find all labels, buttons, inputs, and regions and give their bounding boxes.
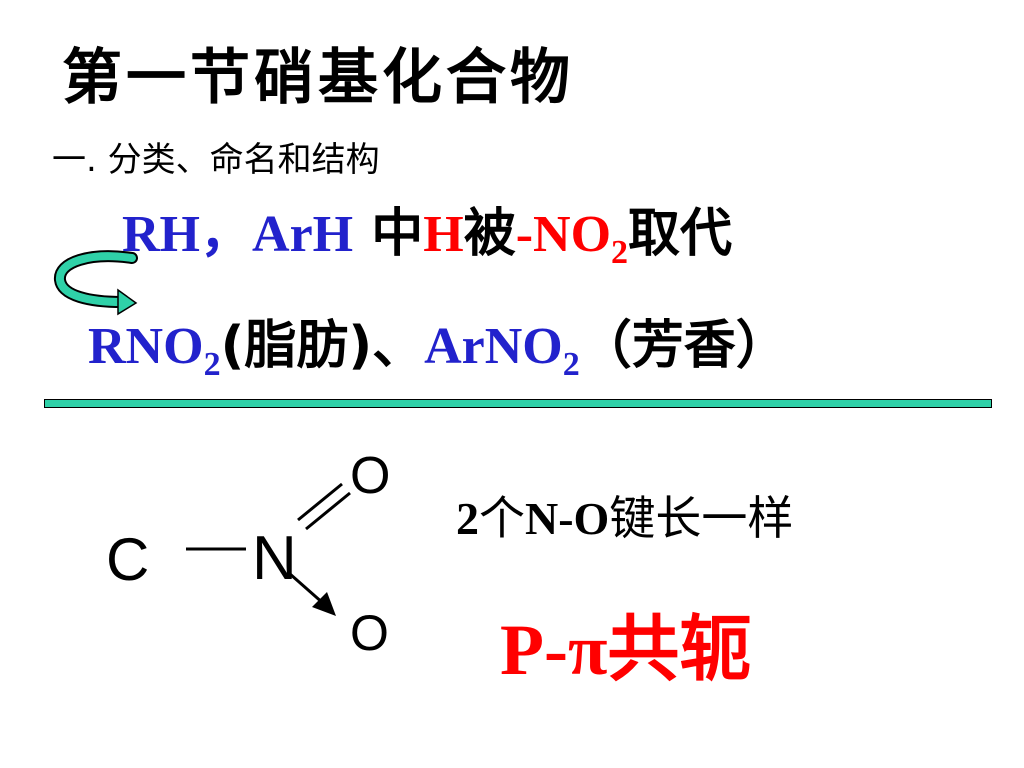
h-text: H: [423, 206, 464, 263]
oxygen-atom-bottom: O: [350, 605, 389, 661]
substitution-line: RH，ArH 中H被-NO2取代: [122, 200, 732, 275]
n-o-double-bond-2: [305, 491, 351, 531]
curved-arrow-icon: [54, 250, 138, 316]
arh-text: ArH: [252, 206, 354, 263]
slide-title: 第一节硝基化合物: [62, 43, 574, 113]
arno-prefix: ArNO: [424, 318, 563, 375]
section-divider: [44, 399, 992, 408]
rh-text: RH，: [122, 206, 253, 263]
note-suffix: 键长一样: [609, 491, 794, 545]
conjugation-label: P-π共轭: [500, 590, 751, 695]
bei-text: 被: [463, 204, 516, 264]
oxygen-atom-top: O: [350, 447, 391, 505]
note-prefix: 2: [456, 493, 479, 544]
note-measure: 个: [479, 491, 525, 545]
aliphatic-text: (脂肪)、: [220, 316, 425, 376]
rno2-text: RNO2: [88, 318, 221, 383]
replace-text: 取代: [628, 204, 733, 264]
nitrogen-atom: N: [252, 524, 297, 593]
note-bond: N-O: [525, 493, 610, 544]
conjugation-latin: P-π: [500, 610, 608, 690]
arno2-text: ArNO2: [424, 318, 580, 383]
n-o-double-bond-1: [297, 482, 343, 522]
conjugation-cn: 共轭: [607, 607, 752, 691]
bond-length-note: 2个N-O键长一样: [456, 482, 793, 548]
no2-text: -NO2: [515, 206, 628, 271]
section-subtitle: 一. 分类、命名和结构: [52, 140, 380, 180]
no2-subscript: 2: [611, 234, 629, 271]
aromatic-text: （芳香）: [579, 316, 788, 376]
zhong-text: 中: [371, 204, 424, 264]
classification-line: RNO2(脂肪)、ArNO2（芳香）: [88, 312, 788, 387]
carbon-atom: C: [106, 526, 150, 593]
n-o-coordinate-bond: [289, 572, 325, 606]
coordinate-bond-arrowhead: [312, 592, 336, 616]
arno-subscript: 2: [562, 346, 580, 383]
rno-prefix: RNO: [88, 318, 204, 375]
rno-subscript: 2: [203, 346, 221, 383]
no2-prefix: -NO: [515, 206, 612, 263]
